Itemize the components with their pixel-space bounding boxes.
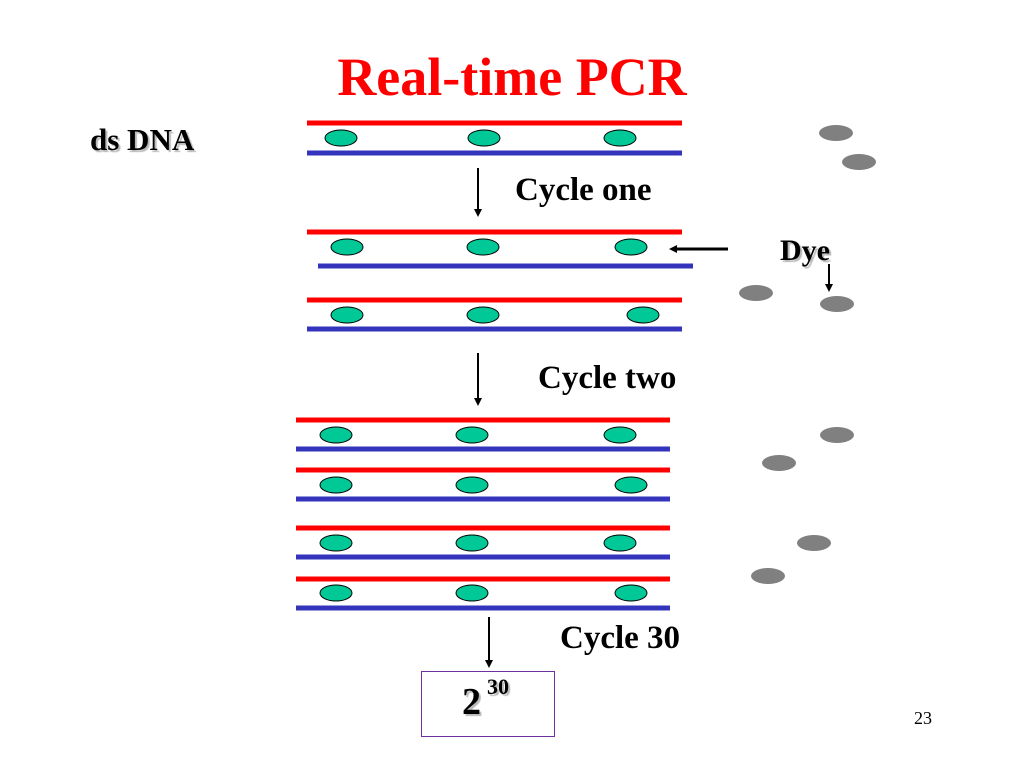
bound-dye-molecule	[455, 534, 489, 552]
bound-dye-molecule	[319, 584, 353, 602]
bound-dye-molecule	[614, 584, 648, 602]
result-base: 2	[462, 681, 481, 723]
bound-dye-molecule	[324, 129, 358, 147]
dna-duplex-cycle-two-c	[296, 525, 670, 560]
result-exponent: 30	[487, 674, 509, 700]
bound-dye-molecule	[319, 476, 353, 494]
dna-duplex-cycle-two-b	[296, 467, 670, 502]
dna-duplex-cycle-one-a	[307, 229, 693, 269]
free-dye-molecule	[842, 154, 876, 170]
bound-dye-molecule	[614, 476, 648, 494]
bound-dye-molecule	[330, 306, 364, 324]
bound-dye-molecule	[455, 584, 489, 602]
free-dye-molecule	[739, 285, 773, 301]
bound-dye-molecule	[603, 129, 637, 147]
page-number: 23	[914, 708, 932, 728]
free-dye-molecules	[739, 125, 876, 584]
bound-dye-molecule	[319, 534, 353, 552]
dye-label: Dye	[780, 234, 830, 267]
dna-duplex-cycle-two-d	[296, 576, 670, 611]
bound-dye-molecule	[466, 238, 500, 256]
bound-dye-molecule	[466, 306, 500, 324]
free-dye-molecule	[820, 427, 854, 443]
ds-dna-label: ds DNA	[90, 122, 195, 157]
dna-duplex-initial	[307, 120, 682, 156]
dna-duplex-cycle-two-a	[296, 417, 670, 452]
bound-dye-molecule	[467, 129, 501, 147]
bound-dye-molecule	[330, 238, 364, 256]
free-dye-molecule	[819, 125, 853, 141]
dna-duplex-cycle-one-b	[307, 297, 682, 332]
bound-dye-molecule	[614, 238, 648, 256]
bound-dye-molecule	[603, 426, 637, 444]
cycle-one-label: Cycle one	[515, 172, 652, 208]
bound-dye-molecule	[603, 534, 637, 552]
free-dye-molecule	[797, 535, 831, 551]
cycle-two-label: Cycle two	[538, 360, 677, 396]
free-dye-molecule	[820, 296, 854, 312]
free-dye-molecule	[762, 455, 796, 471]
bound-dye-molecule	[319, 426, 353, 444]
cycle-thirty-label: Cycle 30	[560, 620, 681, 656]
bound-dye-molecule	[626, 306, 660, 324]
bound-dye-molecule	[455, 476, 489, 494]
slide-title: Real-time PCR	[337, 47, 687, 107]
bound-dye-molecule	[455, 426, 489, 444]
free-dye-molecule	[751, 568, 785, 584]
